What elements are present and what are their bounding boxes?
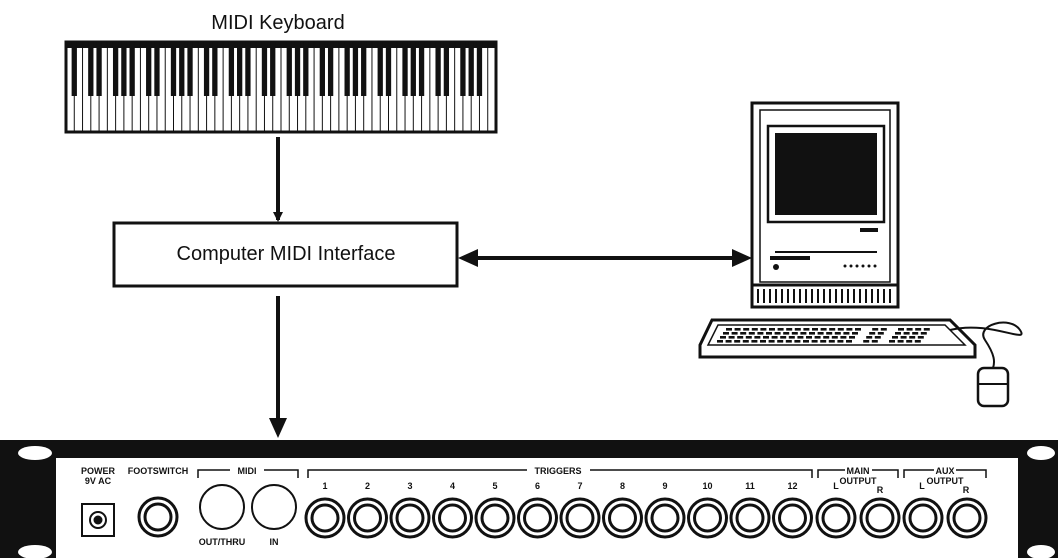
- trigger-3-jack-icon: [389, 497, 431, 539]
- main-output-sublabel: OUTPUT: [840, 476, 878, 486]
- triggers-label: TRIGGERS: [534, 466, 581, 476]
- trigger-2-label: 2: [365, 481, 370, 491]
- interface-label: Computer MIDI Interface: [177, 243, 396, 265]
- drum-module-rack: POWER 9V AC FOOTSWITCH MIDI OUT/THRU IN …: [0, 440, 1058, 558]
- power-voltage-label: 9V AC: [85, 476, 112, 486]
- aux-output-left-label: L: [919, 481, 925, 491]
- main-output-left-label: L: [833, 481, 839, 491]
- trigger-3-label: 3: [407, 481, 412, 491]
- midi-label: MIDI: [238, 466, 257, 476]
- aux-output-sublabel: OUTPUT: [927, 476, 965, 486]
- rack-ear-hole-bottom-right: [1027, 545, 1055, 558]
- aux-output-bracket: [903, 469, 987, 478]
- midi-group-bracket: [197, 469, 299, 478]
- aux-output-right-jack-icon: [946, 497, 988, 539]
- computer-icon: [698, 101, 1023, 408]
- rack-ear-hole-bottom-left: [18, 545, 52, 558]
- rack-ear-hole-top-right: [1027, 446, 1055, 460]
- trigger-5-jack-icon: [474, 497, 516, 539]
- trigger-8-label: 8: [620, 481, 625, 491]
- aux-output-right-label: R: [963, 485, 970, 495]
- midi-in-port-icon: [251, 484, 297, 530]
- trigger-2-jack-icon: [347, 497, 388, 539]
- main-output-left-jack-icon: [815, 497, 857, 539]
- midi-out-label: OUT/THRU: [199, 537, 246, 547]
- aux-output-label: AUX: [935, 466, 954, 476]
- main-output-right-label: R: [877, 485, 884, 495]
- midi-out-port-icon: [199, 484, 245, 530]
- trigger-10-jack-icon: [687, 497, 728, 539]
- trigger-9-label: 9: [662, 481, 667, 491]
- footswitch-jack-icon: [137, 496, 179, 538]
- triggers-group-bracket: [307, 469, 813, 478]
- trigger-8-jack-icon: [602, 497, 643, 539]
- midi-interface-box: Computer MIDI Interface: [112, 221, 459, 288]
- main-output-label: MAIN: [847, 466, 870, 476]
- arrowhead-left: [458, 249, 478, 267]
- trigger-12-label: 12: [787, 481, 797, 491]
- power-label: POWER: [81, 466, 116, 476]
- power-jack-icon: [81, 503, 115, 537]
- trigger-10-label: 10: [702, 481, 712, 491]
- main-output-bracket: [817, 469, 899, 478]
- trigger-12-jack-icon: [772, 497, 813, 539]
- aux-output-left-jack-icon: [902, 497, 944, 539]
- rack-ear-hole-top-left: [18, 446, 52, 460]
- trigger-9-jack-icon: [644, 497, 686, 539]
- trigger-6-jack-icon: [517, 497, 558, 539]
- trigger-1-label: 1: [322, 481, 327, 491]
- arrowhead-down: [269, 418, 287, 438]
- main-output-right-jack-icon: [859, 497, 901, 539]
- trigger-6-label: 6: [535, 481, 540, 491]
- trigger-4-label: 4: [450, 481, 455, 491]
- footswitch-label: FOOTSWITCH: [128, 466, 189, 476]
- trigger-7-jack-icon: [559, 497, 601, 539]
- midi-keyboard-icon: [64, 40, 498, 134]
- trigger-7-label: 7: [577, 481, 582, 491]
- midi-in-label: IN: [270, 537, 279, 547]
- trigger-11-label: 11: [745, 481, 755, 491]
- trigger-1-jack-icon: [304, 497, 346, 539]
- arrowhead-right: [732, 249, 752, 267]
- trigger-5-label: 5: [492, 481, 497, 491]
- keyboard-label: MIDI Keyboard: [211, 12, 344, 34]
- trigger-11-jack-icon: [729, 497, 771, 539]
- trigger-4-jack-icon: [432, 497, 473, 539]
